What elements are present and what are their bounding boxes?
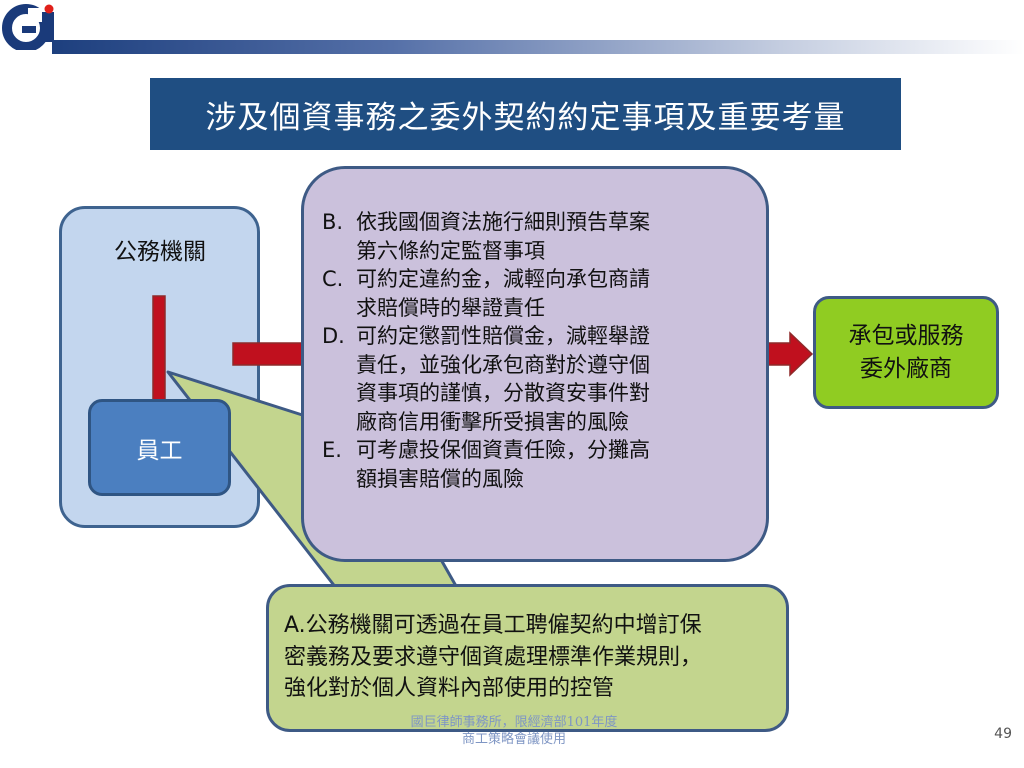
agency-label: 公務機關 — [114, 239, 206, 265]
slide-title: 涉及個資事務之委外契約約定事項及重要考量 — [150, 78, 901, 150]
agency-to-contract-arrow — [232, 342, 307, 366]
list-item-d: D. 可約定懲罰性賠償金，減輕舉證責任，並強化承包商對於遵守個資事項的謹慎，分散… — [322, 322, 742, 436]
callout-text: A.公務機關可透過在員工聘僱契約中增訂保密義務及要求遵守個資處理標準作業規則，強… — [284, 613, 703, 701]
page-number: 49 — [994, 726, 1012, 742]
employee-box: 員工 — [88, 399, 231, 496]
item-marker: D. — [322, 324, 345, 348]
item-text: 依我國個資法施行細則預告草案第六條約定監督事項 — [356, 210, 650, 263]
item-marker: B. — [322, 210, 344, 234]
footer-note: 國巨律師事務所，限經濟部101年度商工策略會議使用 — [410, 715, 618, 747]
item-marker: E. — [322, 438, 342, 462]
list-item-c: C. 可約定違約金，減輕向承包商請求賠償時的舉證責任 — [322, 265, 742, 322]
contract-terms-list: B. 依我國個資法施行細則預告草案第六條約定監督事項 C. 可約定違約金，減輕向… — [322, 208, 742, 493]
company-logo — [2, 4, 54, 50]
item-marker: C. — [322, 267, 344, 291]
vendor-box: 承包或服務委外廠商 — [813, 296, 999, 409]
contract-to-vendor-arrow — [765, 331, 814, 377]
vendor-label: 承包或服務委外廠商 — [848, 322, 964, 382]
contract-terms-box — [301, 166, 769, 562]
item-text: 可約定懲罰性賠償金，減輕舉證責任，並強化承包商對於遵守個資事項的謹慎，分散資安事… — [356, 324, 650, 434]
employee-label: 員工 — [136, 437, 183, 464]
callout-box — [266, 584, 789, 732]
item-text: 可約定違約金，減輕向承包商請求賠償時的舉證責任 — [356, 267, 650, 320]
list-item-e: E. 可考慮投保個資責任險，分攤高額損害賠償的風險 — [322, 436, 742, 493]
header-gradient-bar — [52, 40, 1024, 54]
list-item-b: B. 依我國個資法施行細則預告草案第六條約定監督事項 — [322, 208, 742, 265]
item-text: 可考慮投保個資責任險，分攤高額損害賠償的風險 — [356, 438, 650, 491]
